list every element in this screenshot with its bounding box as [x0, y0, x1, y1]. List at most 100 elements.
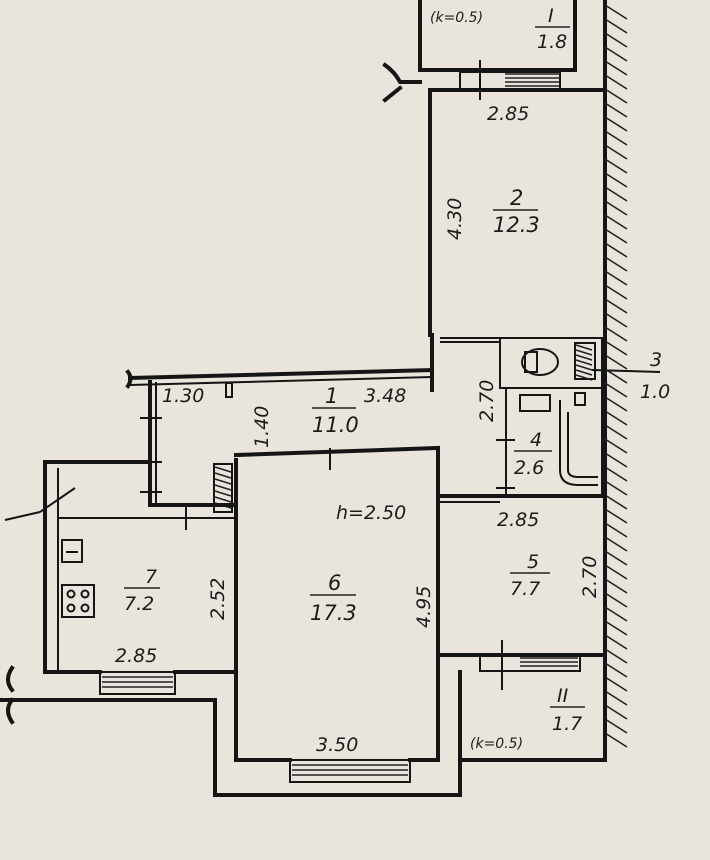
balcony-1-number: I	[548, 5, 554, 27]
room-7-area: 7.2	[124, 593, 154, 615]
hatch-stroke	[604, 536, 628, 552]
room-6-area: 17.3	[310, 601, 357, 625]
hatch-stroke	[575, 349, 593, 356]
exterior-wall-hatching	[603, 0, 628, 757]
dim-hall-width: 1.30	[162, 385, 204, 407]
hatch-stroke	[604, 564, 628, 580]
kitchen-outline	[0, 460, 238, 725]
hatch-stroke	[604, 130, 628, 146]
hatch-stroke	[604, 340, 628, 356]
room-3-callout-line	[591, 369, 661, 373]
hatch-stroke	[604, 620, 628, 636]
hatch-stroke	[214, 484, 232, 491]
hatch-stroke	[604, 186, 628, 202]
hatch-stroke	[604, 606, 628, 622]
balcony-1-area: 1.8	[537, 31, 567, 53]
room-3-area: 1.0	[640, 381, 670, 403]
dim-room5-height: 2.70	[579, 556, 601, 598]
hatch-stroke	[604, 32, 628, 48]
hatch-stroke	[604, 732, 628, 748]
hatch-stroke	[575, 354, 593, 361]
balcony-1	[418, 0, 577, 72]
room-1-number: 1	[325, 384, 338, 408]
hatch-stroke	[214, 496, 232, 503]
dim-room6-height: 4.95	[413, 586, 435, 628]
hatch-stroke	[604, 382, 628, 398]
hatch-stroke	[604, 592, 628, 608]
hatch-stroke	[214, 478, 232, 485]
room-3-number: 3	[650, 349, 662, 371]
hatch-stroke	[604, 522, 628, 538]
door-balcony-1	[459, 60, 561, 100]
hatch-stroke	[604, 494, 628, 510]
room-5-area: 7.7	[510, 578, 540, 600]
entry-bracket-top	[382, 62, 422, 103]
hatch-stroke	[604, 326, 628, 342]
hatch-stroke	[604, 270, 628, 286]
hatch-stroke	[604, 284, 628, 300]
hatch-stroke	[604, 46, 628, 62]
hatch-stroke	[604, 578, 628, 594]
room-7-number: 7	[145, 566, 157, 588]
hatch-stroke	[604, 60, 628, 76]
hatch-stroke	[214, 490, 232, 497]
dim-room2-width: 2.85	[487, 103, 529, 125]
hatch-stroke	[604, 214, 628, 230]
hatch-stroke	[604, 144, 628, 160]
hatch-stroke	[604, 466, 628, 482]
hatch-stroke	[604, 452, 628, 468]
hatch-stroke	[604, 648, 628, 664]
hatch-stroke	[604, 410, 628, 426]
hatch-stroke	[604, 298, 628, 314]
hatch-stroke	[604, 718, 628, 734]
dim-room5-width: 2.85	[497, 509, 539, 531]
dim-hall-height: 1.40	[251, 406, 273, 448]
ceiling-height: h=2.50	[336, 502, 406, 524]
hatch-stroke	[604, 704, 628, 720]
hatch-stroke	[604, 228, 628, 244]
hatch-stroke	[604, 480, 628, 496]
hatch-stroke	[604, 200, 628, 216]
hatch-stroke	[604, 18, 628, 34]
balcony-2-number: II	[557, 685, 569, 707]
dim-bath-height: 2.70	[476, 380, 498, 422]
dim-room6-width: 3.50	[316, 734, 358, 756]
hatch-stroke	[575, 364, 593, 371]
hatch-stroke	[604, 396, 628, 412]
room-2-area: 12.3	[493, 213, 540, 237]
hatch-stroke	[604, 550, 628, 566]
balcony-2-area: 1.7	[552, 713, 582, 735]
room-5-number: 5	[527, 551, 539, 573]
hatch-stroke	[604, 634, 628, 650]
room-1-area: 11.0	[312, 413, 359, 437]
room-4-area: 2.6	[514, 457, 544, 479]
room-6-number: 6	[328, 571, 341, 595]
hatch-stroke	[604, 438, 628, 454]
room-5-outline	[436, 446, 607, 657]
room-2-number: 2	[510, 186, 523, 210]
room-4-number: 4	[530, 429, 542, 451]
hatch-stroke	[604, 508, 628, 524]
hatch-stroke	[604, 676, 628, 692]
bathroom-outline	[496, 337, 603, 497]
dim-kitchen-width: 2.85	[115, 645, 157, 667]
room-6-outline	[213, 445, 462, 797]
hatch-stroke	[575, 374, 593, 381]
hatch-stroke	[604, 102, 628, 118]
dim-hall-length: 3.48	[364, 385, 406, 407]
dim-kitchen-height: 2.52	[207, 578, 229, 620]
hatch-stroke	[214, 466, 232, 473]
hatch-stroke	[604, 424, 628, 440]
hatch-stroke	[604, 88, 628, 104]
balcony-2-k: (k=0.5)	[470, 736, 523, 752]
hatch-stroke	[604, 242, 628, 258]
hatch-stroke	[604, 256, 628, 272]
hatch-stroke	[604, 312, 628, 328]
hatch-stroke	[604, 4, 628, 20]
hatch-stroke	[604, 158, 628, 174]
hatch-stroke	[575, 369, 593, 376]
hatch-stroke	[604, 690, 628, 706]
hatch-stroke	[604, 172, 628, 188]
hatch-stroke	[604, 116, 628, 132]
hatch-stroke	[604, 74, 628, 90]
